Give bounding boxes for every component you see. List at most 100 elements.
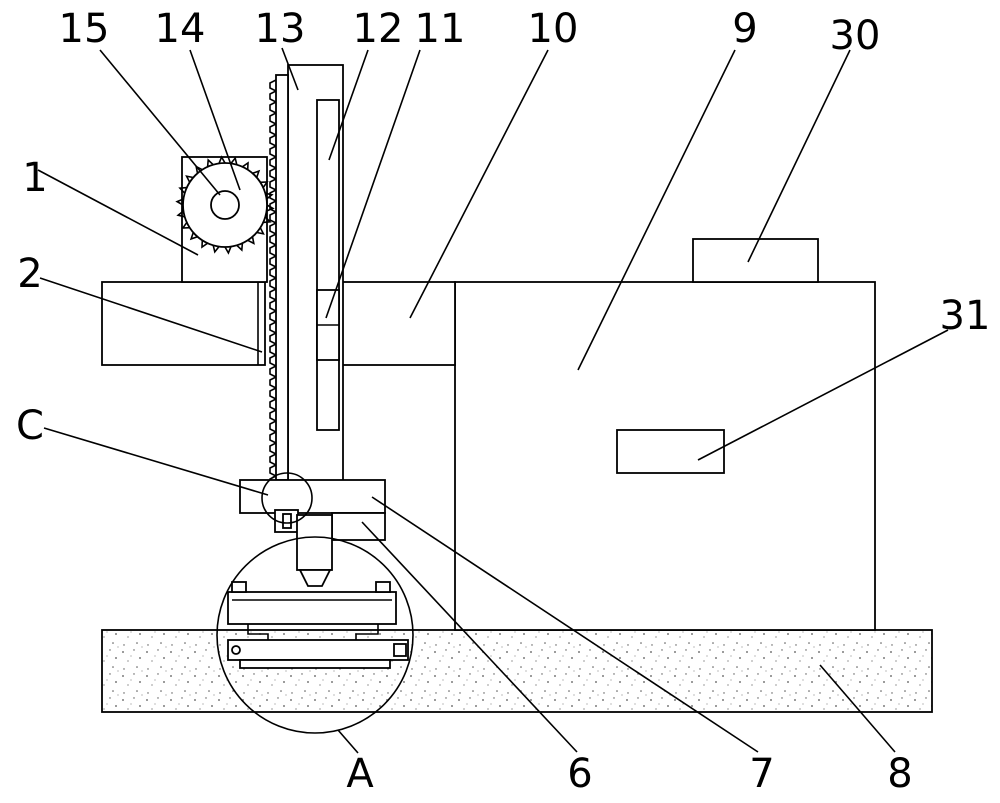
gear-tooth [224,246,232,255]
label-2: 2 [17,251,42,297]
label-14: 14 [155,6,206,52]
leader-7 [371,496,759,753]
leader-30 [747,49,851,263]
leader-31 [697,329,949,461]
leader-11 [325,49,421,319]
gear-tooth [185,175,194,183]
label-31: 31 [940,293,991,339]
fixture-left-lug [231,581,247,593]
fixture-top-plate [227,591,397,625]
gear-tooth [266,204,275,212]
leader-8 [819,664,896,753]
fixture-bottom-strip [239,659,391,669]
fixture-right-bracket [355,624,379,640]
guide-slot [316,99,340,431]
label-8: 8 [887,751,912,797]
leader-15 [99,49,221,196]
rack-tooth [269,409,277,422]
rack-tooth [269,277,277,290]
leader-9 [577,49,736,371]
detail-circle-a [216,536,414,734]
leader-a [337,729,359,754]
rack-tooth [269,431,277,444]
rack-tooth [269,222,277,235]
drill-bit [298,569,332,587]
fixture-left-bracket [247,624,269,640]
fixture-right-lug [375,581,391,593]
leader-1 [37,169,199,256]
gear-tooth [212,245,220,254]
label-30: 30 [830,13,881,59]
gear-tooth [252,169,261,178]
label-9: 9 [732,6,757,52]
fixture-left-bolt [231,645,241,655]
left-support-block [101,281,266,366]
rack-tooth [269,79,277,92]
fixture-bottom-plate [227,639,409,661]
label-11: 11 [415,6,466,52]
rack-tooth [269,167,277,180]
rack-tooth [269,299,277,312]
tool-holder [296,514,333,571]
rack-tooth [269,464,277,477]
fixture-right-bolt [393,643,407,657]
gear-tooth [218,155,226,164]
rack-tooth [269,387,277,400]
rack-tooth [269,123,277,136]
rack-tooth [269,398,277,411]
label-15: 15 [59,6,110,52]
rack-tooth [269,112,277,125]
rack-tooth [269,332,277,345]
gear-tooth [201,240,209,249]
rack-tooth [269,288,277,301]
gear-tooth [175,198,184,206]
rack-tooth [269,365,277,378]
label-12: 12 [353,6,404,52]
leader-13 [281,47,299,91]
label-7: 7 [749,751,774,797]
leader-12 [328,49,369,161]
label-10: 10 [528,6,579,52]
detail-circle-c [261,472,313,524]
label-c: C [16,403,44,449]
leader-c [43,427,269,496]
gear-tooth [247,236,255,245]
rack-tooth [269,244,277,257]
rack-tooth [269,156,277,169]
rack-tooth [269,255,277,268]
label-a: A [346,751,374,797]
rack-tooth [269,178,277,191]
gear-tooth [256,227,265,235]
rack-tooth [269,420,277,433]
gear-shaft [210,190,240,220]
side-support [339,281,456,366]
gear [175,155,275,255]
gear-tooth [206,158,214,167]
rack-tooth [269,145,277,158]
gear-tooth [178,186,187,194]
spindle-mount [331,512,386,541]
rack-tooth [269,211,277,224]
rack-tooth [269,233,277,246]
rack-tooth [269,442,277,455]
display-panel [616,429,725,474]
rack-bar [275,74,289,481]
rack-teeth [269,79,277,488]
rack-tooth [269,376,277,389]
gear-tooth [265,192,274,200]
gear-tooth [260,181,269,189]
leader-6 [361,521,578,753]
gear-tooth [230,156,238,165]
leader-2 [39,277,263,353]
gear-tooth [263,216,272,224]
gear-tooth [236,243,244,252]
gear-tooth [189,232,198,241]
rack-tooth [269,90,277,103]
label-6: 6 [567,751,592,797]
rack-tooth [269,453,277,466]
leader-10 [409,49,549,319]
gear-tooth [241,161,249,170]
rack-tooth [269,310,277,323]
rack-tooth [269,134,277,147]
base-plate [101,629,933,713]
